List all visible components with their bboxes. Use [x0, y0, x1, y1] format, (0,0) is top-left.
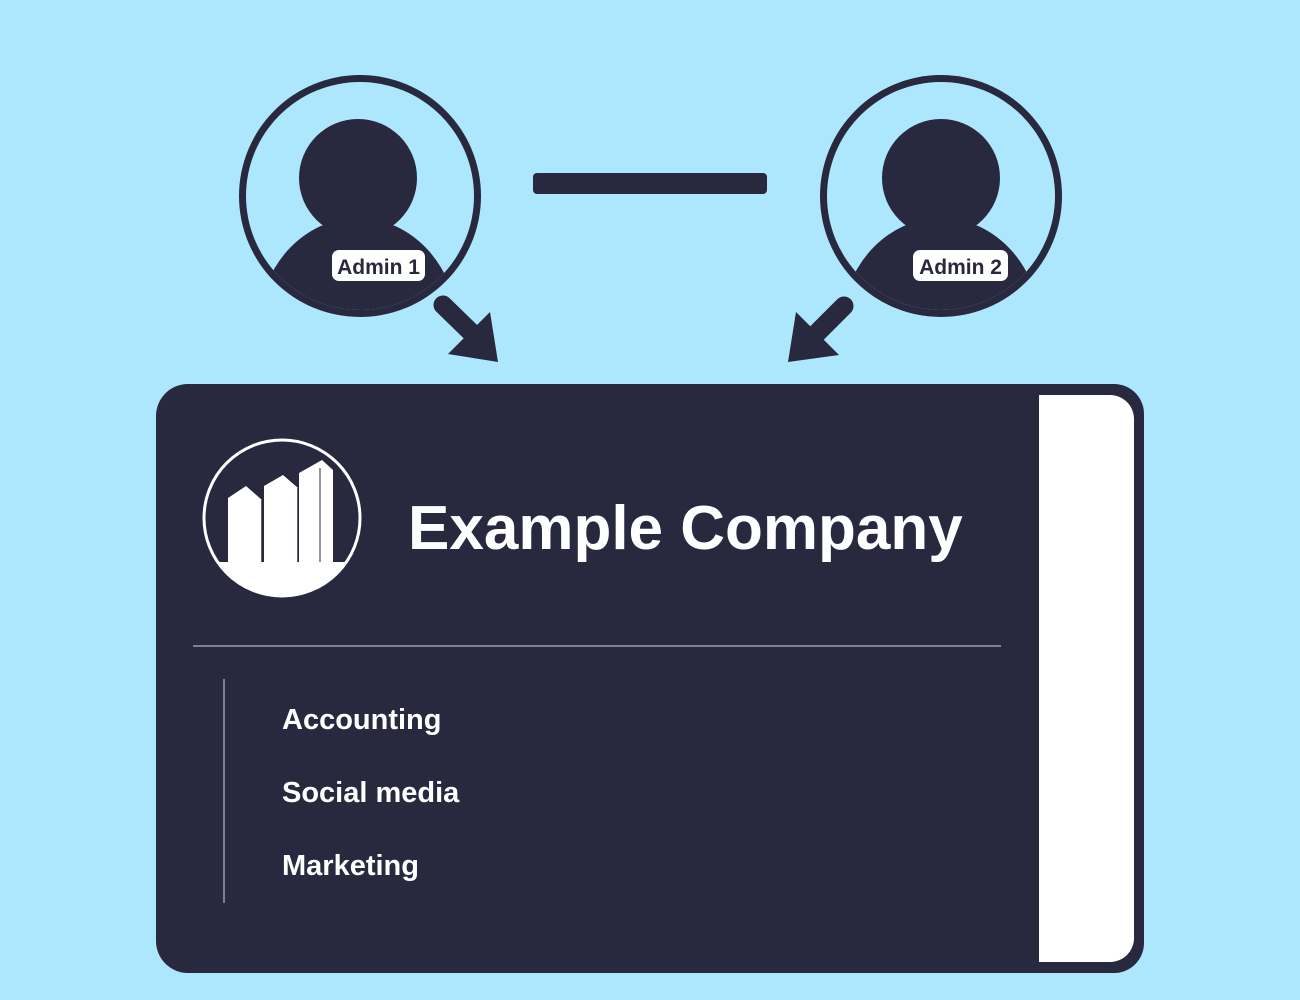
arrow-icon: [433, 295, 498, 362]
admin-2-label: Admin 2: [913, 250, 1008, 281]
department-accounting: Accounting: [282, 704, 442, 736]
arrow-icon: [788, 296, 854, 362]
admin-connector-line: [533, 173, 767, 194]
company-card: Example Company Accounting Social media …: [156, 384, 1144, 973]
company-card-body: [156, 384, 1039, 973]
admin-2-label-text: Admin 2: [919, 256, 1002, 279]
department-social-media: Social media: [282, 777, 460, 809]
admin-1-node: Admin 1: [239, 75, 481, 317]
company-card-tab: [1010, 395, 1134, 962]
admin-1-label-text: Admin 1: [337, 256, 420, 279]
admin-2-node: Admin 2: [820, 75, 1062, 317]
department-marketing: Marketing: [282, 850, 419, 882]
company-name: Example Company: [408, 494, 963, 563]
admin-1-label: Admin 1: [332, 250, 425, 281]
